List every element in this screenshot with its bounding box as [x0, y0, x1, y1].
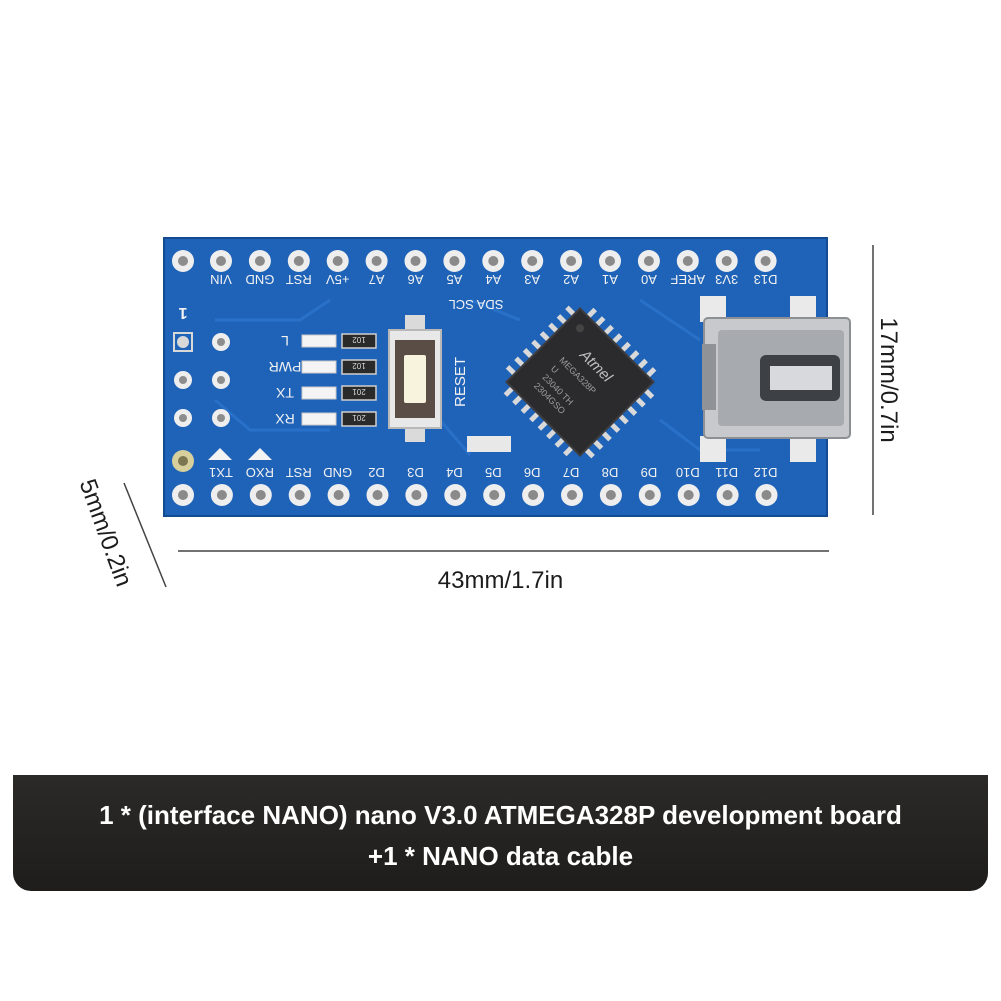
pin1-marker: 1: [178, 304, 187, 321]
bottom-pin-label: RST: [286, 465, 312, 480]
led: [301, 334, 337, 348]
icsp-header: [173, 332, 230, 427]
width-dimension-label: 17mm/0.7in: [875, 317, 902, 443]
bottom-pin-label: D2: [368, 465, 385, 480]
bottom-pin-label: D3: [407, 465, 424, 480]
top-pin-label: A2: [563, 272, 579, 287]
bottom-pin-label: D12: [754, 465, 778, 480]
bottom-pin-label: D5: [485, 465, 502, 480]
bottom-pin-label: D6: [524, 465, 541, 480]
reset-button: [388, 315, 442, 442]
i2c-label: SDA SCL: [449, 297, 504, 312]
top-pin-label: A6: [408, 272, 424, 287]
top-pin-label: A7: [369, 272, 385, 287]
bottom-pin-label: D11: [715, 465, 738, 480]
bottom-pin-label: TX1: [209, 465, 233, 480]
top-pin-label: A1: [602, 272, 618, 287]
chip-marking: U: [549, 364, 561, 376]
caption-banner: 1 * (interface NANO) nano V3.0 ATMEGA328…: [13, 775, 988, 891]
resistor: [341, 359, 377, 375]
led: [301, 386, 337, 400]
top-pin-label: D13: [754, 272, 778, 287]
top-pin-header: [210, 250, 777, 272]
bottom-pin-label: D4: [446, 465, 463, 480]
top-pin-label: GND: [245, 272, 274, 287]
caption-line-2: +1 * NANO data cable: [367, 841, 634, 871]
top-pin-labels: VIN GND RST +5V A7 A6 A5 A4 A3 A2 A1 A0 AREF 3V3 D13SD…: [210, 272, 777, 312]
length-dimension-label: 43mm/1.7in: [437, 567, 564, 594]
resistor-code: 201: [352, 387, 366, 396]
top-pin-label: RST: [286, 272, 312, 287]
led-label: RX: [275, 411, 295, 427]
thickness-dimension-line: [123, 482, 167, 588]
jumper-pad: [467, 436, 511, 452]
resistor-code: 102: [352, 335, 366, 344]
bottom-pin-label: D10: [676, 465, 700, 480]
mini-usb-port: [700, 296, 851, 462]
led-label: TX: [275, 385, 294, 401]
bottom-pin-label: RXO: [246, 465, 274, 480]
resistor-code: 201: [352, 413, 366, 422]
resistor-code: 102: [352, 361, 366, 370]
led-label: L: [281, 333, 289, 349]
bottom-pin-labels: TX1 RXO RST GND D2 D3 D4 D5 D6 D7 D8 D9 D10 D11 D12: [208, 448, 778, 480]
bottom-pin-header: [172, 484, 778, 506]
led-label: PWR: [269, 359, 302, 375]
bottom-pin-label: D9: [641, 465, 658, 480]
led: [301, 412, 337, 426]
resistor: [341, 333, 377, 349]
resistor: [341, 411, 377, 427]
top-pin-label: VIN: [210, 272, 232, 287]
bottom-pin-label: D8: [602, 465, 619, 480]
led: [301, 360, 337, 374]
caption-line-1: 1 * (interface NANO) nano V3.0 ATMEGA328…: [99, 800, 902, 830]
top-pin-label: AREF: [670, 272, 705, 287]
top-pin-label: A0: [641, 272, 657, 287]
bottom-pin-label: GND: [323, 465, 352, 480]
top-pin-label: +5V: [326, 272, 350, 287]
top-pin-label: A5: [446, 272, 462, 287]
reset-label: RESET: [452, 357, 469, 407]
top-pin-label: 3V3: [715, 272, 738, 287]
bottom-pin-label: D7: [563, 465, 580, 480]
resistor: [341, 385, 377, 401]
top-pin-label: A4: [485, 272, 501, 287]
top-pin-label: A3: [524, 272, 540, 287]
